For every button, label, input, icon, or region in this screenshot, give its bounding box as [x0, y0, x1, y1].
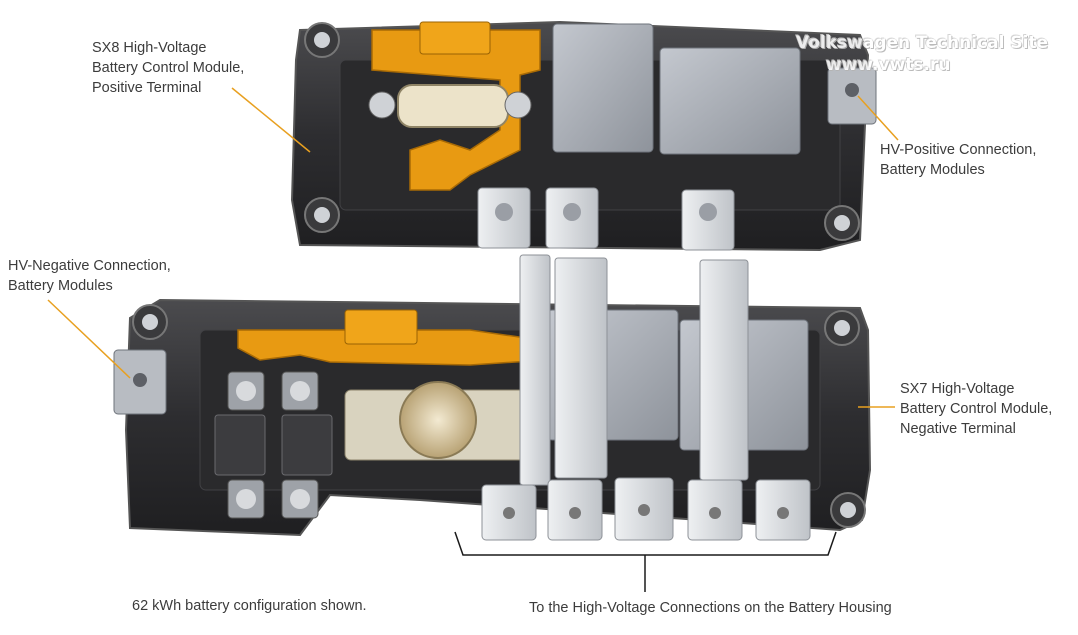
sx8-relay-2	[659, 47, 801, 155]
sx7-plug-right	[281, 414, 333, 476]
sx7-copper-ribbon	[237, 329, 546, 366]
caption-hv-housing: To the High-Voltage Connections on the B…	[529, 600, 892, 616]
label-sx8: SX8 High-Voltage Battery Control Module,…	[92, 38, 244, 98]
sx7-connector	[344, 309, 418, 345]
sx7-coil	[399, 381, 477, 459]
sx8-fuse-bolt-right	[504, 91, 532, 119]
label-hv-negative-line2: Battery Modules	[8, 278, 113, 294]
label-sx7-line2: Battery Control Module,	[900, 401, 1053, 417]
sx8-mount-bosses	[304, 22, 860, 241]
sx7-sensor-bolts	[227, 371, 319, 519]
label-hv-positive: HV-Positive Connection, Battery Modules	[880, 140, 1036, 180]
leader-hv-negative	[47, 299, 131, 379]
label-hv-negative-line1: HV-Negative Connection,	[8, 258, 171, 274]
caption-configuration: 62 kWh battery configuration shown.	[132, 598, 367, 614]
leader-hv-positive	[857, 95, 899, 141]
hv-negative-stud	[133, 373, 147, 387]
label-hv-positive-line1: HV-Positive Connection,	[880, 142, 1037, 158]
watermark-title: Volkswagen Technical Site	[796, 33, 1049, 53]
sx8-module	[290, 20, 877, 252]
hv-positive-stud	[845, 83, 859, 97]
label-hv-negative: HV-Negative Connection, Battery Modules	[8, 256, 171, 296]
label-sx7-line1: SX7 High-Voltage	[900, 381, 1015, 397]
sx7-output-tabs	[481, 477, 811, 541]
sx8-fuse	[397, 84, 509, 128]
label-sx7: SX7 High-Voltage Battery Control Module,…	[900, 379, 1052, 439]
sx7-plug-left	[214, 414, 266, 476]
sx8-connector	[419, 21, 491, 55]
label-sx8-line2: Battery Control Module,	[92, 60, 245, 76]
leader-sx8	[231, 87, 311, 153]
sx8-fuse-bolt-left	[368, 91, 396, 119]
leader-lines	[47, 87, 899, 408]
sx8-relay-1	[552, 23, 654, 153]
label-sx7-line3: Negative Terminal	[900, 421, 1016, 437]
label-sx8-line3: Positive Terminal	[92, 80, 202, 96]
label-sx8-line1: SX8 High-Voltage	[92, 40, 207, 56]
sx8-busbar-tabs	[477, 187, 735, 251]
sx7-mount-bosses	[132, 304, 866, 528]
label-hv-positive-line2: Battery Modules	[880, 162, 985, 178]
sx7-module	[113, 254, 872, 541]
sx7-long-busbars	[519, 254, 749, 486]
watermark-url: www.vwts.ru	[826, 55, 951, 75]
